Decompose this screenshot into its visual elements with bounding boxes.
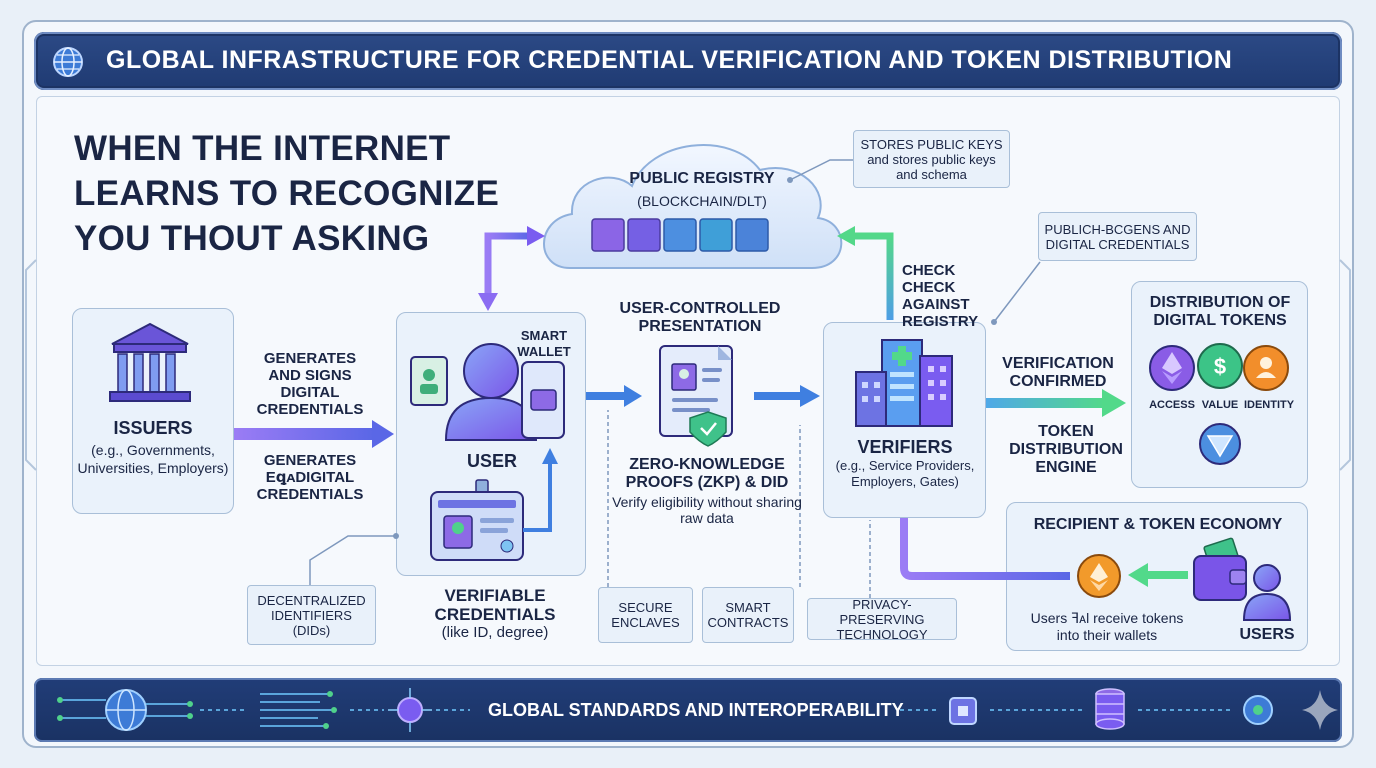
verifier-buildings-icon: [855, 339, 953, 427]
zkp-title: ZERO-KNOWLEDGE PROOFS (ZKP) & DID: [625, 456, 789, 491]
credential-card-icon: [430, 479, 524, 561]
sparkle-icon: [1302, 690, 1338, 730]
distribution-title: DISTRIBUTION OF DIGITAL TOKENS: [1149, 294, 1291, 329]
headline: WHEN THE INTERNET LEARNS TO RECOGNIZE YO…: [74, 126, 534, 261]
users-label: USERS: [1239, 626, 1295, 643]
blockchain-cubes-icon: [591, 218, 769, 252]
presentation-title: USER-CONTROLLED PRESENTATION: [619, 300, 781, 335]
issuers-examples: (e.g., Governments, Universities, Employ…: [77, 442, 229, 476]
coin-icon: [1077, 554, 1121, 598]
registry-callout-body: and stores public keys and schema: [867, 151, 996, 182]
smart-wallet-icon: [521, 361, 565, 439]
wallet-icon: [1193, 537, 1247, 601]
globe-icon: [53, 47, 83, 77]
footer-database-icon: [1095, 688, 1125, 730]
registry-subtitle: (BLOCKCHAIN/DLT): [637, 193, 767, 209]
did-tag: DECENTRALIZED IDENTIFIERS (DIDs): [247, 585, 376, 645]
headline-line-1: WHEN THE INTERNET: [74, 129, 451, 168]
issuer-user-arrow: [234, 420, 394, 448]
issuer-action-2: GENERATES ЕꝗᴀDIGITAL CREDENTIALS: [256, 452, 364, 503]
issuer-action-1: GENERATES AND SIGNS DIGITAL CREDENTIALS: [256, 350, 364, 418]
headline-line-3: YOU THOUT ASKING: [74, 219, 430, 258]
smart-wallet-label: SMART WALLET: [517, 328, 571, 359]
access-token-icon: [1149, 345, 1195, 391]
token-label-value: VALUE: [1201, 399, 1239, 411]
registry-title: PUBLIC REGISTRY: [629, 170, 775, 187]
registry-callout: STORES PUBLIC KEYS and stores public key…: [853, 130, 1010, 188]
wallet-coin-arrow: [1128, 563, 1188, 587]
footer-title: GLOBAL STANDARDS AND INTEROPERABILITY: [488, 700, 904, 720]
verification-confirmed-label: VERIFICATION CONFIRMED: [1002, 355, 1114, 390]
user-person-icon: [444, 343, 538, 441]
registry-title-block: PUBLIC REGISTRY (BLOCKCHAIN/DLT): [584, 170, 820, 210]
value-token-icon: [1197, 343, 1243, 389]
economy-note: Users ꟻᴀl receive tokens into their wall…: [1030, 610, 1184, 643]
smart-contracts-tag: SMART CONTRACTS: [702, 587, 794, 643]
registry-callout-title: STORES PUBLIC KEYS: [860, 136, 1003, 152]
footer-globe-icon: [105, 689, 147, 731]
verifier-distribution-arrow: [986, 389, 1126, 417]
privacy-tag: PRIVACY-PRESERVING TECHNOLOGY: [807, 597, 957, 642]
issuers-text: ISSUERS (e.g., Governments, Universities…: [76, 417, 230, 477]
verifier-economy-arrow: [900, 518, 1070, 580]
vc-title: VERIFIABLE CREDENTIALS: [434, 586, 556, 624]
issuers-title: ISSUERS: [113, 418, 193, 438]
headline-line-2: LEARNS TO RECOGNIZE: [74, 174, 500, 213]
vc-label-block: VERIFIABLE CREDENTIALS (like ID, degree): [420, 586, 570, 642]
header-bar: [34, 32, 1342, 90]
secure-enclaves-tag: SECURE ENCLAVES: [598, 587, 693, 643]
check-registry-label: CHECK CHECK AGAINST REGISTRY: [902, 262, 979, 330]
institution-icon: [109, 322, 191, 402]
zkp-note: Verify eligibility without sharing raw d…: [612, 494, 802, 526]
token-label-access: ACCESS: [1149, 399, 1195, 411]
verifiers-text: VERIFIERS (e.g., Service Providers, Empl…: [826, 436, 984, 490]
user-title: USER: [466, 451, 517, 471]
zkp-block: ZERO-KNOWLEDGE PROOFS (ZKP) & DID Verify…: [612, 456, 802, 526]
footer-chip-icon: [949, 697, 977, 725]
recipient-person-icon: [1242, 564, 1292, 621]
presentation-verifier-arrow: [754, 385, 820, 407]
footer-network-icon: [388, 688, 432, 732]
user-presentation-arrow: [586, 385, 642, 407]
token-label-identity: IDENTITY: [1243, 399, 1295, 411]
footer-hub-icon: [1243, 695, 1273, 725]
presentation-document-icon: [659, 345, 733, 447]
publish-note: PUBLICH-BCGENS AND DIGITAL CREDENTIALS: [1038, 212, 1197, 261]
page-title: GLOBAL INFRASTRUCTURE FOR CREDENTIAL VER…: [106, 46, 1233, 74]
badge-token-icon: [1199, 423, 1241, 465]
economy-title: RECIPIENT & TOKEN ECONOMY: [1033, 516, 1283, 533]
credential-wallet-arrow: [523, 448, 558, 532]
verifiers-examples: (e.g., Service Providers, Employers, Gat…: [835, 458, 975, 489]
user-registry-arrow: [478, 226, 545, 311]
vc-note: (like ID, degree): [441, 624, 549, 641]
identity-token-icon: [1243, 345, 1289, 391]
token-engine-label: TOKEN DISTRIBUTION ENGINE: [1009, 423, 1123, 476]
verifiers-title: VERIFIERS: [857, 437, 953, 457]
dollar-glyph: $: [1214, 354, 1226, 379]
id-card-icon: [410, 356, 448, 406]
verifier-registry-arrow: [837, 226, 894, 320]
